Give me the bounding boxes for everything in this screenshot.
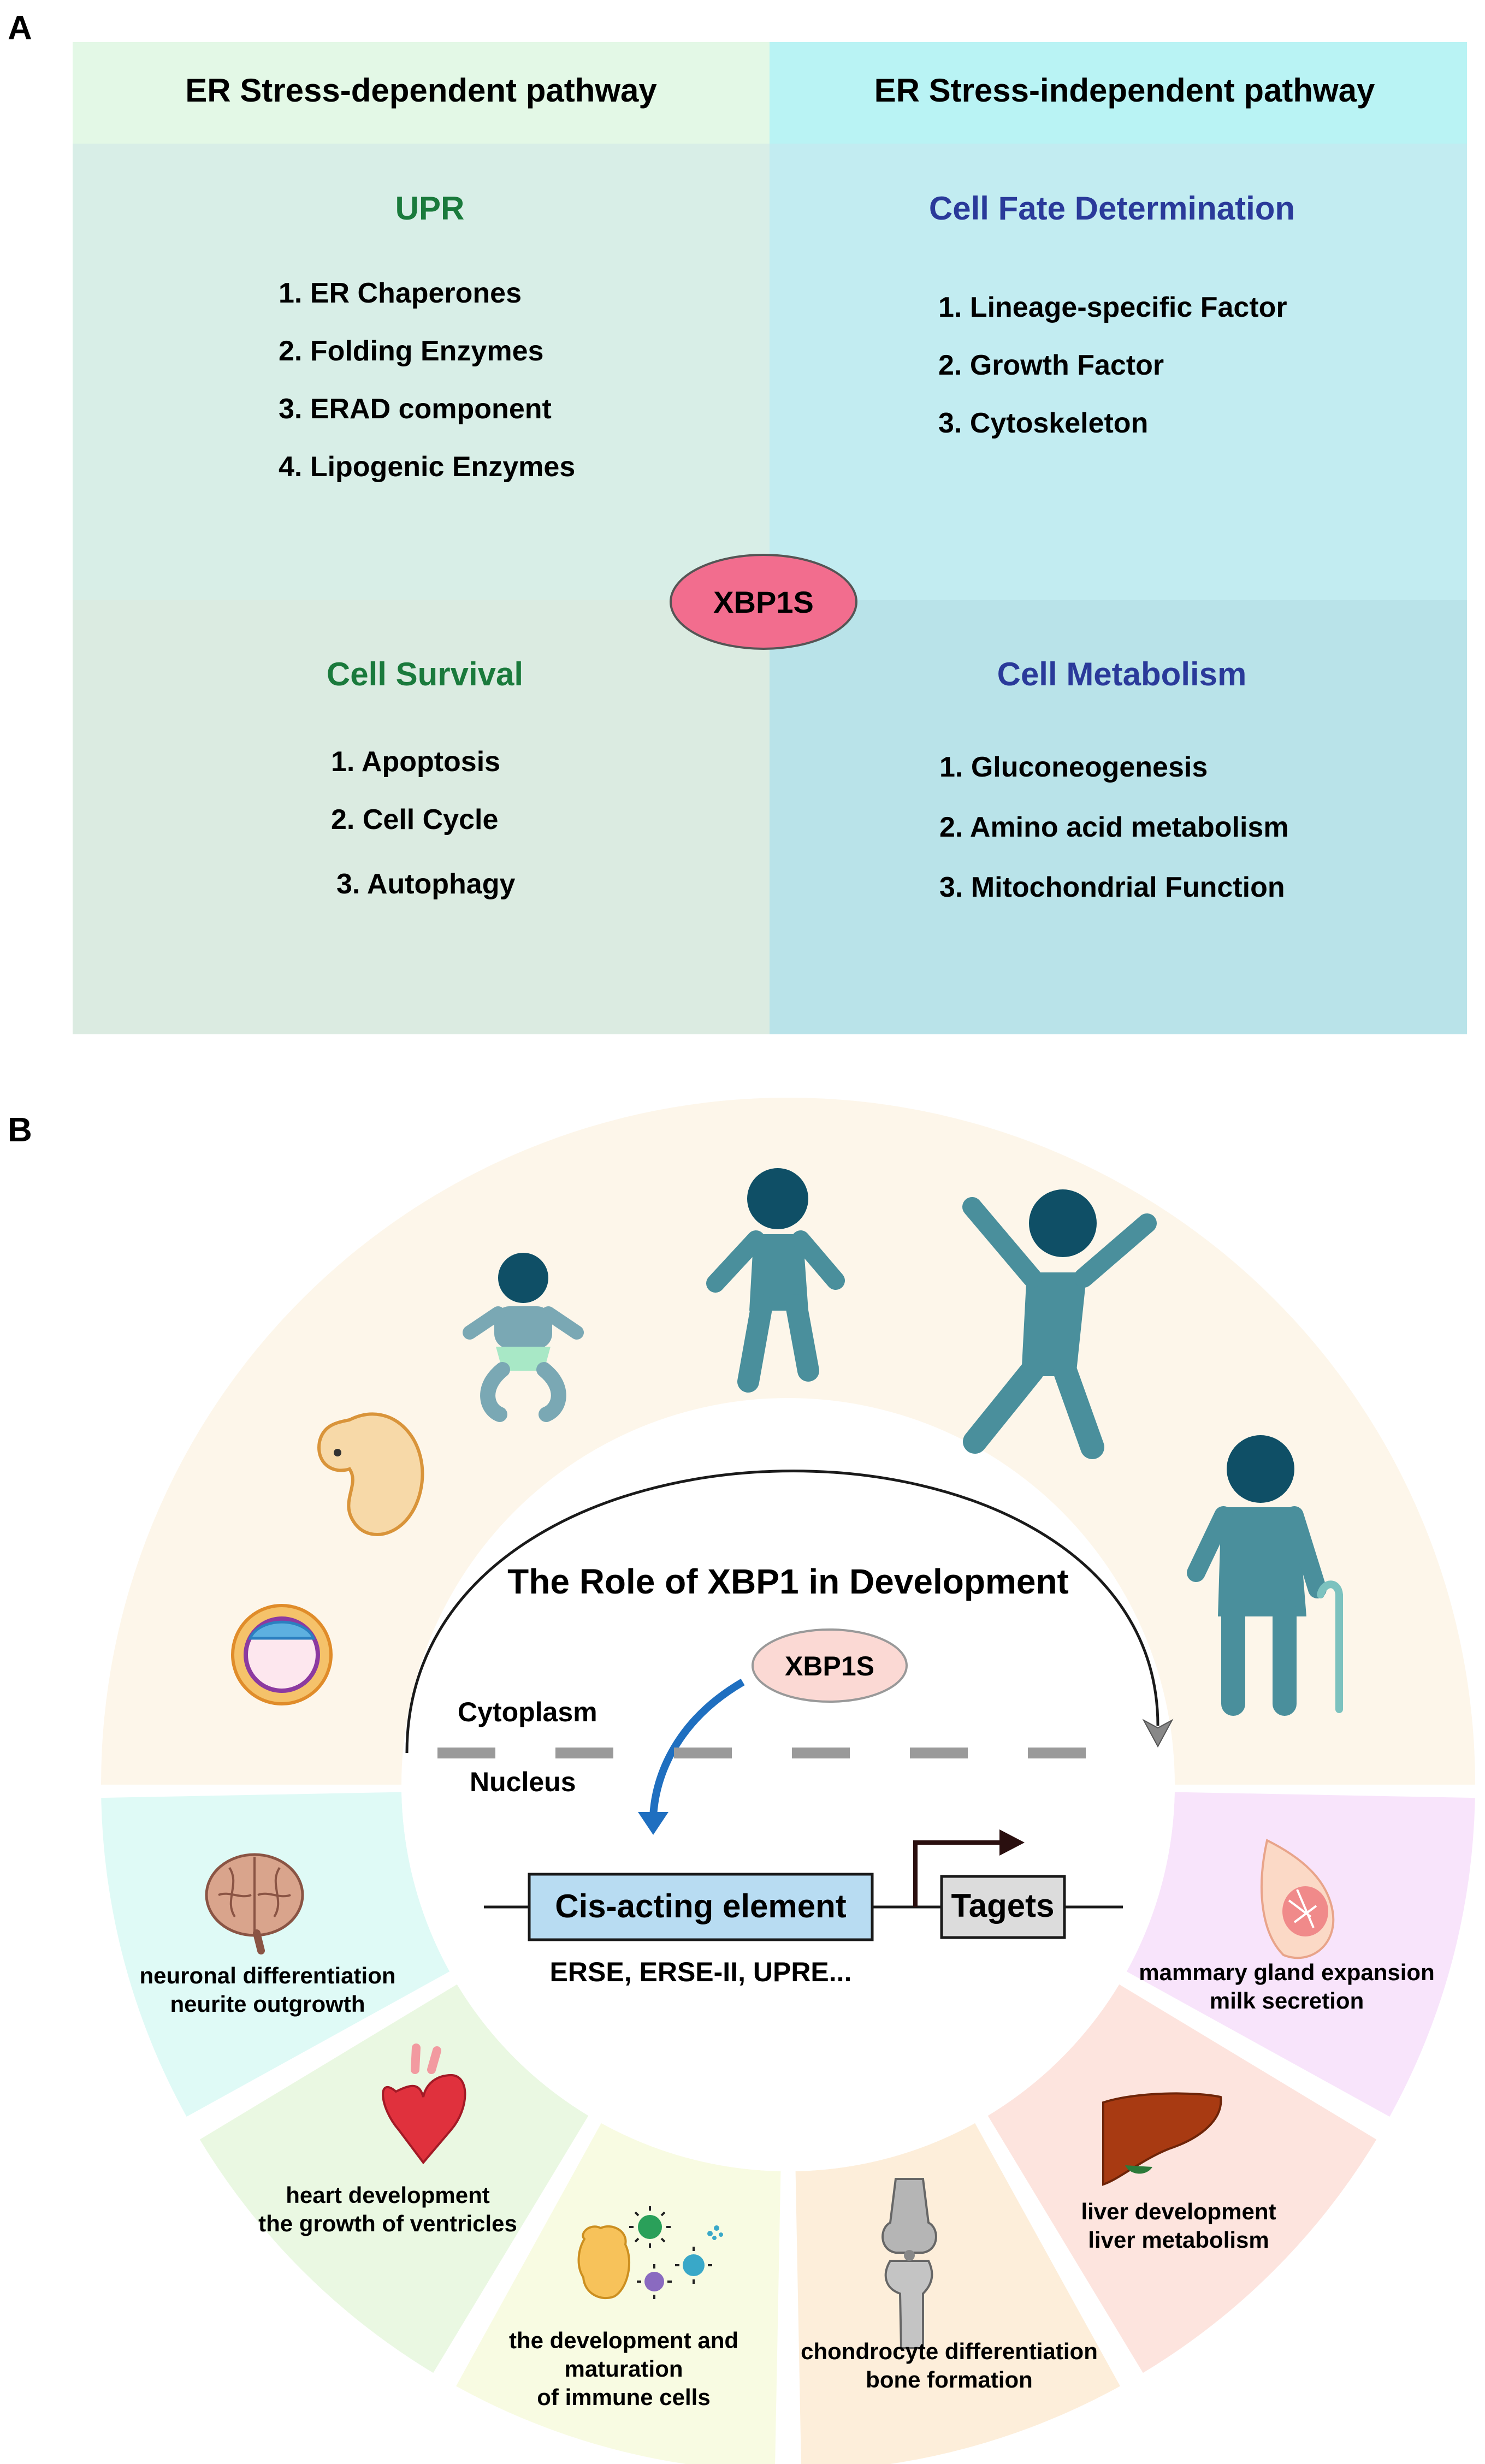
embryo-icon: [317, 1412, 424, 1536]
segment-sector: [199, 1984, 589, 2373]
metabolism-quadrant: [770, 600, 1467, 1034]
xbp1s-node-label: XBP1S: [785, 1651, 874, 1681]
segment-label-immune: maturation: [564, 2356, 683, 2382]
upr-quadrant: [73, 144, 770, 600]
segment-sector: [101, 1792, 450, 2117]
upr-title: UPR: [395, 190, 465, 227]
segment-label-neuronal: neurite outgrowth: [170, 1991, 365, 2017]
segment-label-liver: liver metabolism: [1088, 2227, 1269, 2253]
segment-label-neuronal: neuronal differentiation: [139, 1963, 395, 1988]
segment-label-heart: heart development: [286, 2182, 489, 2208]
fate-quadrant: [770, 144, 1467, 600]
panel-b: B The Role of XBP1 in Development XBP1S …: [8, 1098, 1475, 2464]
transcription-start-arrow: [913, 1840, 1005, 1907]
segment-sector: [987, 1984, 1377, 2373]
upr-item: 4. Lipogenic Enzymes: [279, 451, 575, 483]
fate-item: 1. Lineage-specific Factor: [938, 292, 1287, 323]
adult-icon: [962, 1189, 1157, 1459]
immune-cells-icon: [577, 2206, 723, 2300]
fate-title: Cell Fate Determination: [929, 190, 1295, 227]
cis-element-box: [528, 1873, 874, 1941]
right-header-title: ER Stress-independent pathway: [874, 72, 1375, 109]
right-header-bg: [770, 42, 1467, 144]
segment-label-immune: the development and: [509, 2327, 738, 2353]
segment-label-mammary: milk secretion: [1210, 1988, 1364, 2013]
survival-item: 2. Cell Cycle: [331, 804, 498, 836]
heart-icon: [382, 2044, 466, 2165]
liver-icon: [1102, 2092, 1222, 2186]
child-icon: [706, 1168, 845, 1393]
upr-item: 1. ER Chaperones: [279, 277, 522, 309]
brain-icon: [205, 1853, 304, 1954]
metabolism-item: 2. Amino acid metabolism: [939, 812, 1289, 843]
targets-label: Tagets: [951, 1887, 1055, 1924]
metabolism-item: 1. Gluconeogenesis: [939, 751, 1208, 783]
segment-label-chondrocyte: bone formation: [866, 2367, 1033, 2392]
segment-label-mammary: mammary gland expansion: [1139, 1959, 1435, 1985]
segment-label-chondrocyte: chondrocyte differentiation: [801, 2338, 1098, 2364]
fate-item: 3. Cytoskeleton: [938, 407, 1148, 439]
transcription-arrowhead: [999, 1829, 1025, 1856]
survival-title: Cell Survival: [327, 656, 523, 692]
panel-a-letter: A: [8, 9, 32, 47]
mammary-gland-icon: [1261, 1839, 1335, 1959]
xbp1s-center-node: [670, 554, 857, 650]
xbp1s-node: [752, 1628, 908, 1703]
segment-label-immune: of immune cells: [537, 2384, 710, 2410]
panel-b-title: The Role of XBP1 in Development: [507, 1562, 1069, 1601]
response-elements-label: ERSE, ERSE-II, UPRE...: [550, 1957, 852, 1987]
baby-icon: [463, 1253, 584, 1422]
left-header-title: ER Stress-dependent pathway: [185, 72, 657, 109]
nucleus-label: Nucleus: [470, 1767, 576, 1797]
cytoplasm-label: Cytoplasm: [458, 1697, 597, 1727]
left-header-bg: [73, 42, 770, 144]
knee-joint-icon: [881, 2178, 937, 2349]
translocation-arrowhead: [638, 1812, 668, 1835]
upr-item: 3. ERAD component: [279, 393, 552, 425]
cis-element-label: Cis-acting element: [555, 1888, 846, 1924]
survival-item: 1. Apoptosis: [331, 746, 500, 778]
segment-label-heart: the growth of ventricles: [258, 2211, 517, 2236]
upr-item: 2. Folding Enzymes: [279, 335, 543, 367]
metabolism-item: 3. Mitochondrial Function: [939, 872, 1285, 903]
fate-item: 2. Growth Factor: [938, 350, 1164, 381]
development-arc: [405, 1470, 1159, 1754]
blastocyst-icon: [231, 1604, 333, 1705]
metabolism-title: Cell Metabolism: [997, 656, 1247, 692]
segment-sector: [795, 2123, 1120, 2464]
panel-b-letter: B: [8, 1111, 32, 1149]
segment-label-liver: liver development: [1081, 2199, 1276, 2224]
development-arc-arrowhead: [1142, 1719, 1174, 1748]
survival-item: 3. Autophagy: [336, 868, 515, 900]
survival-quadrant: [73, 600, 770, 1034]
xbp1s-center-label: XBP1S: [713, 585, 814, 619]
targets-box: [940, 1875, 1066, 1939]
segment-labels: neuronal differentiation neurite outgrow…: [139, 1959, 1434, 2410]
elderly-icon: [1187, 1435, 1343, 1716]
panel-a: A ER Stress-dependent pathway ER Stress-…: [8, 9, 1467, 1034]
central-circle: [401, 1398, 1175, 2171]
